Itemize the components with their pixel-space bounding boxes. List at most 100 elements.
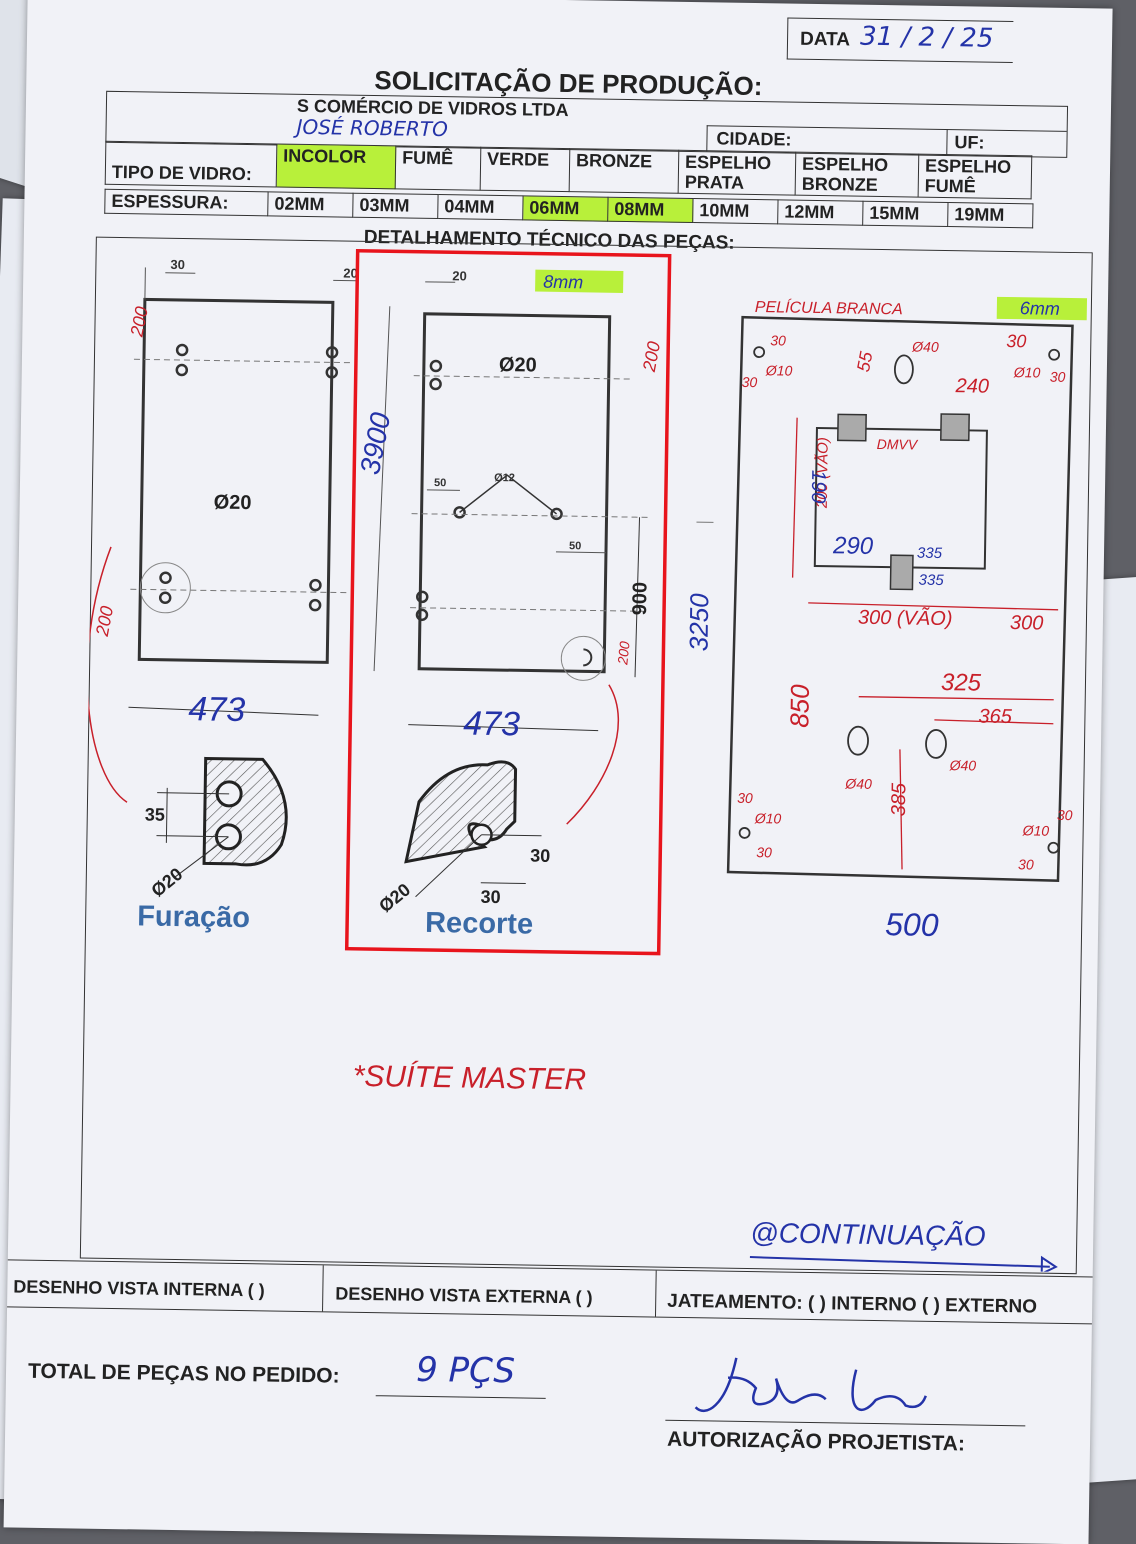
total-label: TOTAL DE PEÇAS NO PEDIDO: <box>28 1360 340 1389</box>
piece-3-hole <box>754 347 764 357</box>
piece-3-dim-tr-x: 30 <box>1006 331 1026 351</box>
piece-3-hole <box>926 730 946 758</box>
piece-3-hole <box>895 355 913 383</box>
total-value: 9 PÇS <box>416 1350 516 1392</box>
thickness-12mm[interactable]: 12MM <box>778 200 863 225</box>
piece-2-center-hole: Ø12 <box>494 472 515 484</box>
piece-2-detail-shape <box>406 760 516 863</box>
piece-1-hole <box>160 573 170 583</box>
piece-2-right-top-dim: 200 <box>639 340 665 374</box>
piece-3-hole <box>740 828 750 838</box>
piece-3-hole <box>848 727 868 755</box>
piece-1-caption: Furação <box>137 900 250 934</box>
sandblast-option[interactable]: JATEAMENTO: ( ) INTERNO ( ) EXTERNO <box>667 1291 1037 1319</box>
piece-1-left-top-dim: 200 <box>126 305 152 339</box>
piece-1-drawing: 30 20 Ø20 200 200 473 <box>83 256 358 936</box>
date-label: DATA <box>800 29 850 52</box>
piece-3-dim-h-335b: 335 <box>918 572 944 589</box>
piece-3-dim-tl-hole: Ø10 <box>765 362 793 378</box>
thickness-03mm[interactable]: 03MM <box>353 193 438 218</box>
piece-1-hole <box>310 580 320 590</box>
date-value: 31 / 2 / 25 <box>860 22 994 54</box>
piece-2-height: 3900 <box>354 410 396 477</box>
piece-3-dim-h-335a: 335 <box>917 545 943 562</box>
total-underline <box>376 1395 546 1399</box>
client-name: JOSÉ ROBERTO <box>296 115 448 141</box>
piece-2-top-dim: 20 <box>452 268 467 283</box>
piece-2-holes <box>417 361 564 622</box>
piece-2-hole <box>417 592 427 602</box>
piece-2-caption: Recorte <box>425 907 533 941</box>
piece-1-width: 473 <box>188 690 245 729</box>
piece-3-dim-br-y: 30 <box>1018 856 1034 872</box>
glass-type-espelho-bronze[interactable]: ESPELHO BRONZE <box>795 152 919 197</box>
piece-2-right-height: 900 <box>629 582 652 616</box>
piece-1-detail-hole: Ø20 <box>147 864 186 901</box>
authorization-label: AUTORIZAÇÃO PROJETISTA: <box>667 1428 965 1457</box>
production-request-sheet: DATA 31 / 2 / 25 SOLICITAÇÃO DE PRODUÇÃO… <box>4 0 1113 1544</box>
thickness-10mm[interactable]: 10MM <box>693 199 778 224</box>
piece-3-dim-h-300: 300 (VÃO) <box>858 605 953 630</box>
piece-1-hole <box>177 345 187 355</box>
piece-2-hole-label: Ø20 <box>499 354 537 377</box>
piece-1-top-dim: 30 <box>170 257 185 272</box>
thickness-19mm[interactable]: 19MM <box>948 203 1033 228</box>
thickness-15mm[interactable]: 15MM <box>863 201 948 226</box>
thickness-04mm[interactable]: 04MM <box>438 195 523 220</box>
piece-3-dim-bl-y: 30 <box>756 844 772 860</box>
glass-type-espelho-fume[interactable]: ESPELHO FUMÊ <box>918 154 1032 199</box>
piece-1-outline <box>139 299 333 662</box>
piece-3-dim-h-300b: 300 <box>1010 612 1044 635</box>
piece-1-hole <box>177 365 187 375</box>
piece-1-hole-label: Ø20 <box>214 492 252 515</box>
piece-1-holes <box>160 345 337 611</box>
glass-type-bronze[interactable]: BRONZE <box>569 149 679 194</box>
piece-3-dim-tr-hole: Ø10 <box>1013 364 1041 380</box>
glass-type-incolor[interactable]: INCOLOR <box>276 144 396 189</box>
piece-3-dim-v-385: 385 <box>888 782 911 817</box>
piece-3-hole <box>1049 350 1059 360</box>
piece-3-dim-h-365: 365 <box>978 706 1013 729</box>
piece-2-thickness-note: 8mm <box>543 272 583 293</box>
uf-label: UF: <box>954 132 984 153</box>
view-internal-option[interactable]: DESENHO VISTA INTERNA ( ) <box>13 1276 265 1301</box>
piece-3-dim-v-850: 850 <box>784 684 815 728</box>
piece-3-dim-tl-y: 30 <box>742 374 758 390</box>
piece-3-dim-tr-y: 30 <box>1050 369 1066 385</box>
thickness-06mm[interactable]: 06MM <box>523 196 608 221</box>
piece-2-detail-dim-h: 30 <box>480 887 500 907</box>
piece-3-drawing: PELÍCULA BRANCA 6mm 30 30 Ø10 55 Ø4 <box>727 293 1087 945</box>
thickness-08mm[interactable]: 08MM <box>608 197 693 222</box>
location-note: *SUÍTE MASTER <box>352 1060 586 1097</box>
piece-1-hole <box>310 600 320 610</box>
glass-type-label: TIPO DE VIDRO: <box>105 141 277 187</box>
piece-2-detail-hole: Ø20 <box>375 879 414 916</box>
piece-1-hole <box>160 593 170 603</box>
piece-3-handle-label: DMVV <box>877 436 919 453</box>
continuation-note: @CONTINUAÇÃO <box>750 1217 986 1252</box>
piece-3-dim-bl-x: 30 <box>737 790 753 806</box>
piece-1-left-bottom-dim: 200 <box>92 604 118 638</box>
thickness-02mm[interactable]: 02MM <box>268 192 353 217</box>
piece-3-dim-hole-r: Ø40 <box>949 757 977 773</box>
piece-2-left-center-dim: 50 <box>434 477 446 489</box>
thickness-label: ESPESSURA: <box>105 189 268 216</box>
piece-3-dim-h-290: 290 <box>832 532 874 560</box>
piece-2-detail-dim-v: 30 <box>530 846 550 866</box>
piece-3-dim-br-hole: Ø10 <box>1022 822 1050 838</box>
piece-3-dim-top-hole: Ø40 <box>911 338 939 354</box>
piece-1-detail-shape <box>204 758 287 865</box>
glass-type-verde[interactable]: VERDE <box>480 147 570 191</box>
view-external-option[interactable]: DESENHO VISTA EXTERNA ( ) <box>335 1284 593 1309</box>
technical-drawing: 30 20 Ø20 200 200 473 <box>80 237 1091 1273</box>
piece-3-dim-top-240: 240 <box>954 375 989 398</box>
piece-2-drawing: 20 8mm Ø20 3900 200 Ø12 50 50 <box>347 251 670 954</box>
piece-2-right-bottom-dim: 200 <box>614 640 632 666</box>
piece-3-thickness-note: 6mm <box>1020 298 1060 319</box>
piece-2-right-center-dim: 50 <box>569 540 581 552</box>
piece-1-detail-dim: 35 <box>145 804 165 824</box>
glass-type-espelho-prata[interactable]: ESPELHO PRATA <box>678 150 796 195</box>
piece-2-hole <box>431 379 441 389</box>
piece-3-dim-br-x: 30 <box>1057 807 1073 823</box>
glass-type-fume[interactable]: FUMÊ <box>395 146 481 190</box>
